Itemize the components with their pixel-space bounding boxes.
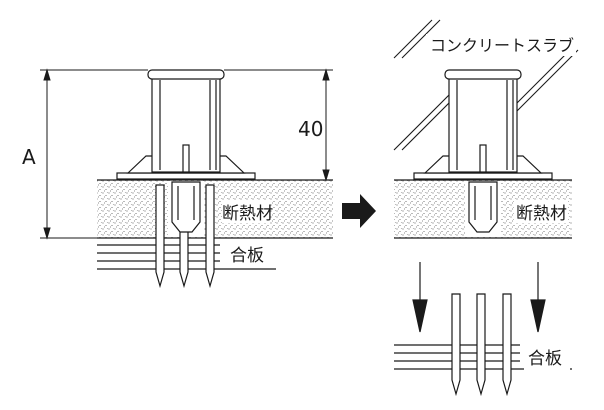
insulation-label-left: 断熱材 (222, 204, 273, 224)
left-figure (40, 68, 333, 289)
dimension-40-label: 40 (298, 117, 323, 141)
anchor-body-right (444, 69, 522, 173)
concrete-slab-label: コンクリートスラブ (430, 36, 574, 55)
plywood-label-left: 合板 (230, 246, 264, 266)
insulation-label-right: 断熱材 (516, 204, 567, 224)
insulation-layer-left (97, 179, 333, 239)
dimension-a (40, 68, 148, 240)
anchor-stem-right (468, 181, 498, 233)
plywood-label-right: 合板 (528, 349, 562, 369)
dimension-a-label: A (22, 145, 36, 169)
right-arrow-icon (342, 194, 376, 228)
anchor-stem-left (171, 181, 201, 233)
anchor-body-left (147, 69, 225, 173)
down-arrow-icon (412, 262, 546, 333)
right-figure (393, 19, 579, 397)
dimension-40 (224, 68, 333, 182)
nails-right (451, 293, 512, 397)
